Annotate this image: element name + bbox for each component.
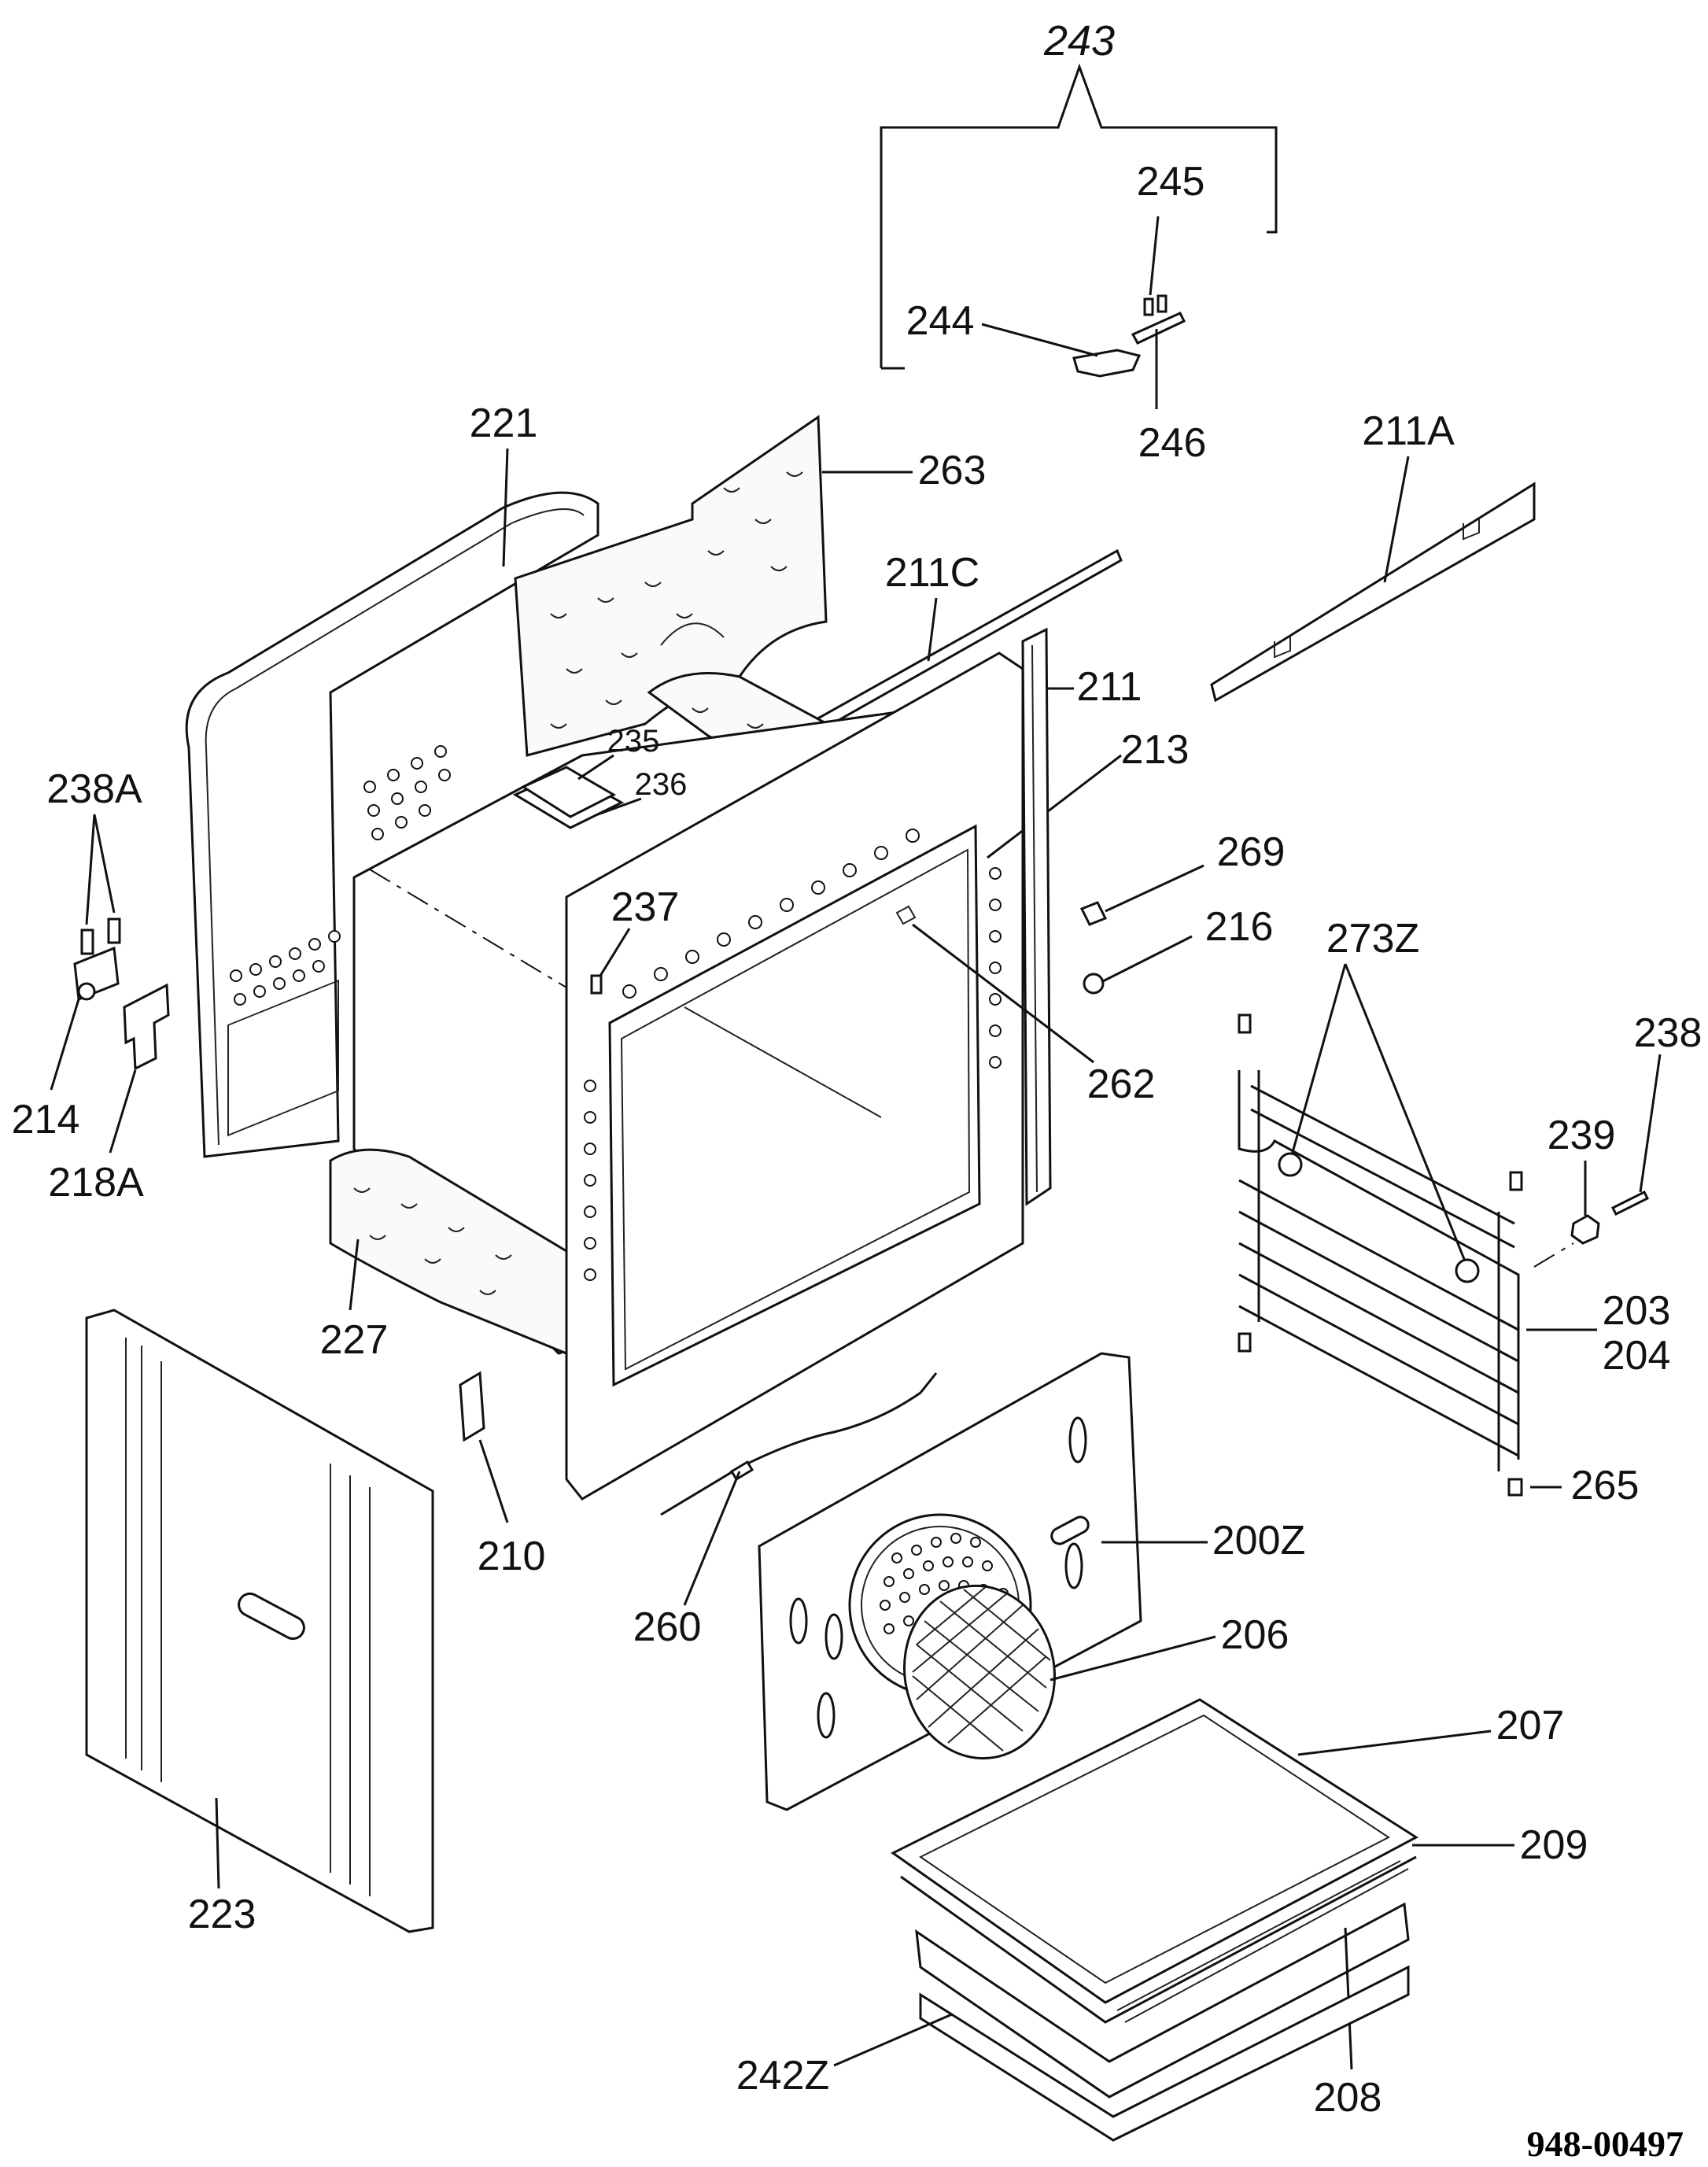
casing-vent-holes [230,745,451,1006]
part-227-insulation-bottom [329,1148,568,1356]
part-245-screw [1143,216,1168,316]
part-246-bracket [1131,312,1186,409]
leader-211A [1383,456,1410,583]
part-238-screw [1610,1054,1662,1216]
part-207-baking-tray [891,1698,1492,2004]
part-211A-strip [1210,482,1536,703]
label-260: 260 [633,1604,702,1650]
label-238A: 238A [46,766,142,812]
part-213-front-frame [565,652,1024,1501]
label-243: 243 [1043,17,1115,65]
label-206: 206 [1221,1612,1289,1658]
label-203: 203 [1603,1288,1671,1334]
part-216-nut [1083,935,1193,995]
part-209-wire-rack [900,1844,1514,2024]
leader-213 [987,754,1122,859]
label-211C: 211C [885,550,979,596]
part-235-lamp-cover [512,766,625,829]
label-208: 208 [1314,2075,1382,2121]
part-221-outer-casing [185,491,599,1158]
leader-211C [927,597,938,662]
label-209: 209 [1520,1822,1588,1868]
label-223: 223 [188,1892,256,1937]
leader-262 [912,923,1094,1064]
label-244: 244 [906,298,975,344]
frame-holes [584,829,1002,1281]
part-211-side-rail [1021,627,1052,1206]
label-213: 213 [1121,727,1190,773]
label-245: 245 [1137,159,1205,205]
axis-line-239 [1533,1242,1574,1268]
label-262: 262 [1087,1061,1156,1107]
label-238: 238 [1634,1010,1702,1056]
part-260-sensor [660,1372,938,1606]
part-265-foot [1507,1478,1523,1497]
label-269: 269 [1217,829,1286,875]
part-223-side-panel [85,1309,434,1933]
part-214-hinge [50,946,120,1091]
label-235: 235 [607,724,660,759]
label-236: 236 [635,767,688,802]
label-263: 263 [918,448,987,493]
leader-235 [577,754,614,781]
leader-221 [502,448,509,567]
part-239-nut [1570,1161,1600,1245]
leader-237 [596,928,631,980]
label-246: 246 [1138,420,1207,466]
part-210-latch [459,1371,509,1523]
label-227: 227 [320,1317,389,1363]
label-216: 216 [1205,904,1274,950]
label-214: 214 [12,1097,80,1143]
label-218A: 218A [48,1160,144,1205]
label-242Z: 242Z [736,2053,830,2099]
leader-273Z-a [1289,963,1347,1161]
label-273Z: 273Z [1326,916,1420,962]
leader-273Z-b [1344,963,1469,1268]
label-211: 211 [1077,664,1142,710]
label-207: 207 [1496,1703,1565,1748]
label-239: 239 [1548,1113,1616,1158]
group-243-bracket [880,63,1278,370]
part-269-knob [1079,864,1204,926]
part-206-fan-grille [903,1584,1216,1760]
drawing-code: 948-00497 [1527,2124,1684,2164]
leader-227 [349,1239,360,1311]
leader-236 [597,797,642,816]
label-200Z: 200Z [1212,1518,1306,1563]
part-244-clip [981,323,1142,378]
label-237: 237 [611,884,680,930]
part-218A-hinge-plate [109,983,170,1154]
part-242Z-bottom-tray [833,1965,1410,2142]
label-204: 204 [1603,1333,1671,1379]
part-203-204-shelf-rack [1238,1013,1597,1471]
label-211A: 211A [1362,408,1455,454]
part-238A-screws [80,814,121,955]
label-221: 221 [470,401,538,446]
label-210: 210 [478,1534,546,1579]
label-265: 265 [1571,1463,1640,1508]
part-237-clip [590,974,603,995]
leader-223 [215,1797,220,1889]
